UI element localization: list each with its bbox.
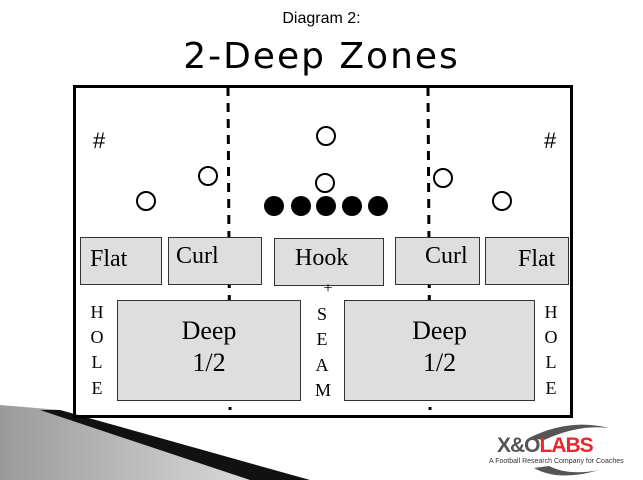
seam-marker: + — [323, 280, 333, 297]
letter: L — [91, 352, 103, 372]
logo-tagline: A Football Research Company for Coaches — [489, 458, 624, 465]
zone-flat-left: Flat — [80, 237, 162, 285]
zone-curl-left: Curl — [168, 237, 262, 285]
defender-circle — [198, 166, 218, 186]
defender-circle — [492, 191, 512, 211]
lineman-dot — [291, 196, 311, 216]
zone-label: Flat — [90, 246, 128, 272]
letter: A — [315, 355, 329, 375]
lineman-dot — [316, 196, 336, 216]
zone-label: Flat — [518, 246, 556, 272]
zone-label: 1/2 — [422, 348, 457, 377]
zone-deep-left: Deep 1/2 — [117, 300, 301, 401]
zone-label: Curl — [425, 243, 468, 269]
letter: O — [544, 327, 558, 347]
letter: L — [545, 352, 557, 372]
zone-flat-right: Flat — [485, 237, 569, 285]
logo-brand-left: X&O — [497, 434, 541, 457]
letter: O — [90, 327, 104, 347]
zone-label: Deep — [412, 316, 467, 345]
defender-circle — [136, 191, 156, 211]
hash-mark-right: # — [544, 128, 557, 153]
lineman-dot — [368, 196, 388, 216]
letter: H — [544, 302, 558, 322]
defender-circle — [316, 126, 336, 146]
letter: E — [545, 378, 557, 398]
letter: M — [314, 380, 331, 400]
zone-label: 1/2 — [192, 348, 226, 377]
zone-hook: Hook — [274, 238, 384, 286]
lineman-dot — [264, 196, 284, 216]
letter: E — [91, 378, 103, 398]
logo-swoosh-icon — [529, 424, 609, 476]
defender-circle — [315, 173, 335, 193]
slide-title: 2-Deep Zones — [183, 36, 460, 77]
defender-circle — [433, 168, 453, 188]
football-field — [73, 85, 573, 418]
letter: S — [316, 304, 327, 324]
logo-brand-right: LABS — [539, 434, 594, 457]
zone-label: Hook — [295, 245, 349, 271]
lineman-dot — [342, 196, 362, 216]
letter: H — [90, 302, 104, 322]
zone-label: Deep — [181, 316, 237, 345]
zone-deep-right: Deep 1/2 — [344, 300, 535, 401]
zone-curl-right: Curl — [395, 237, 480, 285]
hash-mark-left: # — [93, 128, 106, 153]
xo-labs-logo: X&OLABS A Football Research Company for … — [489, 422, 629, 478]
corner-swoosh-edge — [40, 410, 310, 480]
letter: E — [316, 329, 328, 349]
zone-label: Curl — [176, 243, 219, 269]
slide-subtitle: Diagram 2: — [282, 10, 361, 27]
